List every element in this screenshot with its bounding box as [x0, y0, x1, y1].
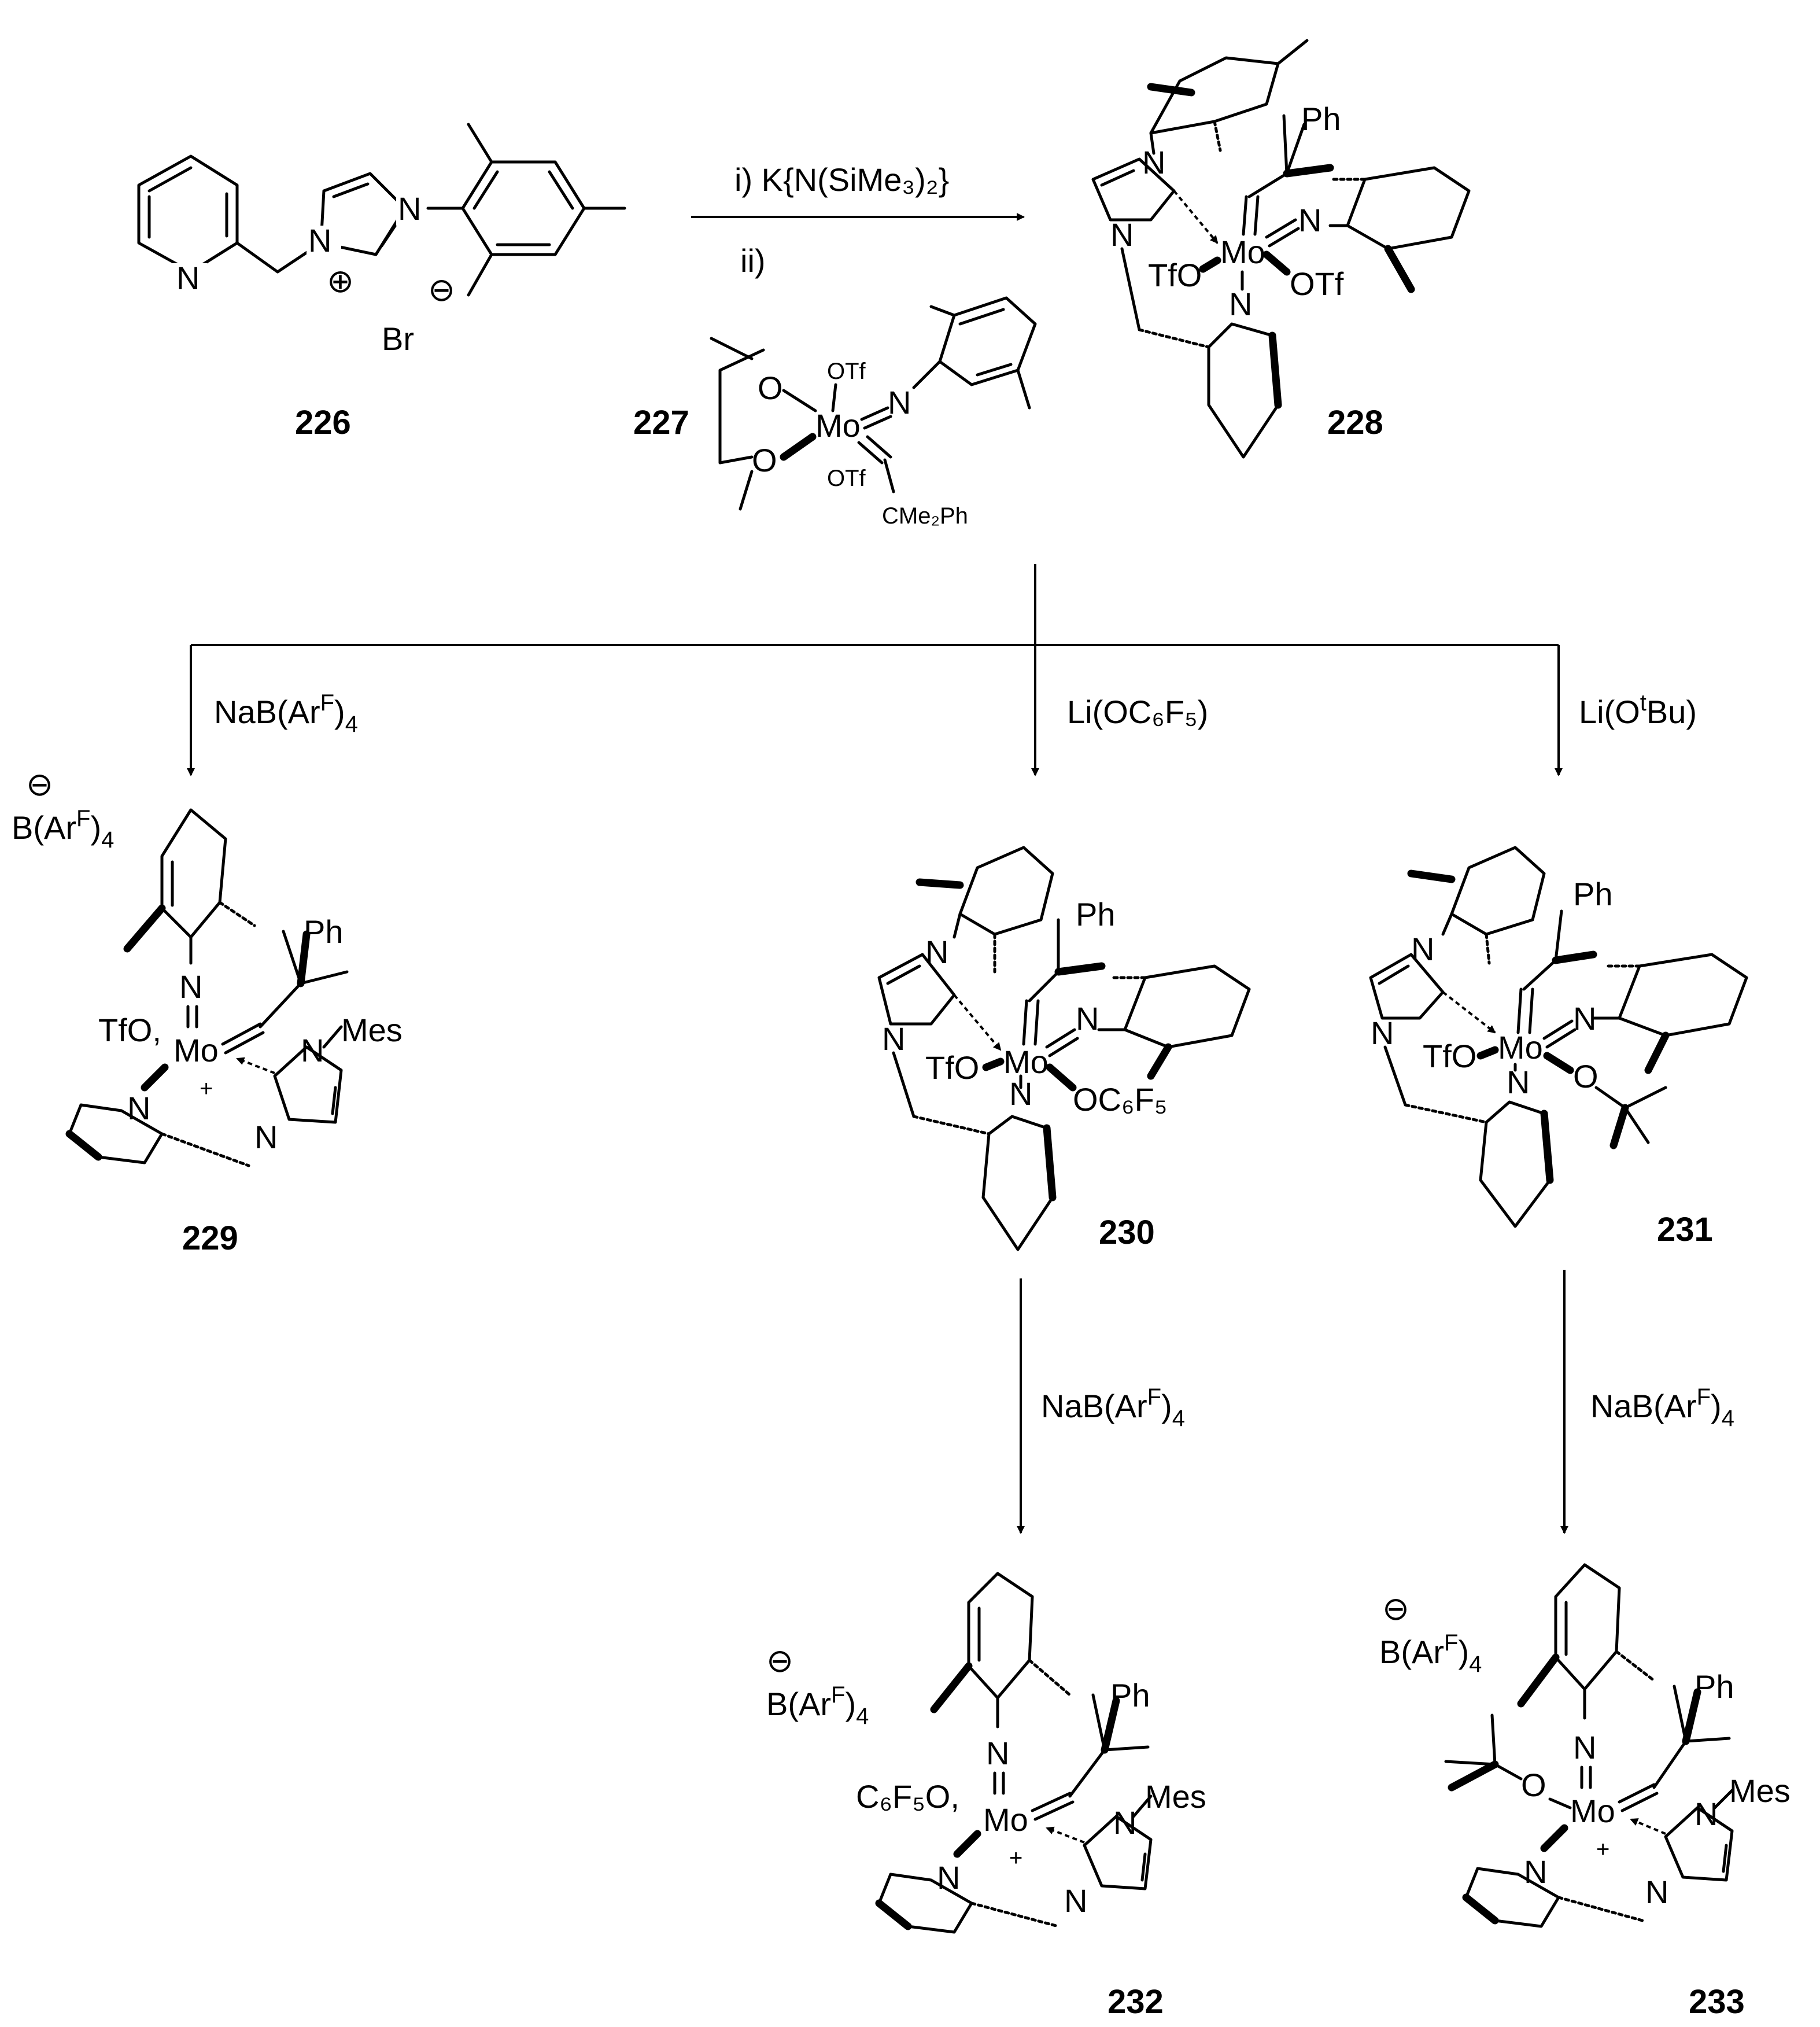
anion: B(ArF)4	[1379, 1630, 1482, 1677]
reagent-step-1: i) K{N(SiMe₃)₂}	[734, 161, 949, 198]
cme2ph-group: CMe₂Ph	[882, 503, 968, 529]
triflate-ligand: TfO	[925, 1049, 979, 1086]
compound-231: N N Mo TfO O N Ph N 231	[1369, 846, 1748, 1248]
molybdenum: Mo	[983, 1801, 1028, 1838]
plus-charge: ⊕	[327, 263, 354, 299]
phenyl: Ph	[1076, 896, 1116, 933]
triflate-ligand: TfO,	[98, 1012, 161, 1048]
compound-number: 233	[1689, 1983, 1745, 2021]
o-atom: O	[1521, 1767, 1546, 1803]
reagent-step-2: ii)	[740, 242, 766, 279]
imido-n: N	[986, 1735, 1009, 1771]
triflate: OTf	[827, 466, 866, 491]
compound-number: 228	[1327, 404, 1383, 441]
n-atom: N	[254, 1119, 278, 1155]
molybdenum: Mo	[1003, 1044, 1049, 1080]
n-atom: N	[1507, 1064, 1530, 1100]
compound-number: 226	[295, 404, 351, 441]
n-atom: N	[1110, 216, 1134, 253]
compound-number: 229	[182, 1219, 238, 1257]
molybdenum: Mo	[815, 407, 861, 444]
branch-arrows: NaB(ArF)4 Li(OC₆F₅) Li(OtBu) NaB(ArF)4 N…	[187, 564, 1734, 1534]
phenyl: Ph	[1573, 876, 1613, 912]
compound-number: 230	[1099, 1214, 1155, 1251]
imido-n: N	[179, 968, 202, 1005]
reagent-nabarf: NaB(ArF)4	[1041, 1384, 1185, 1431]
plus-charge: +	[1009, 1845, 1022, 1871]
minus-charge: ⊖	[428, 271, 455, 308]
n-atom: N	[1371, 1015, 1394, 1051]
n-atom: N	[1695, 1796, 1718, 1832]
reagent-nabarf: NaB(ArF)4	[214, 690, 358, 737]
reagent-nabarf: NaB(ArF)4	[1590, 1384, 1734, 1431]
o-atom: O	[758, 370, 783, 406]
phenoxide-ligand: OC₆F₅	[1073, 1081, 1167, 1118]
mesityl: Mes	[1729, 1772, 1791, 1809]
imido-n: N	[1298, 202, 1321, 238]
compound-230: N N Mo TfO OC₆F₅ N Ph N 230	[877, 846, 1251, 1251]
molybdenum: Mo	[1570, 1793, 1615, 1829]
minus-charge: ⊖	[766, 1642, 793, 1679]
triflate: OTf	[827, 359, 866, 384]
n-atom: N	[1142, 144, 1165, 180]
imido-n: N	[1573, 1729, 1596, 1766]
n-atom: N	[1229, 286, 1252, 322]
reagent-liotbu: Li(OtBu)	[1579, 690, 1697, 730]
reagent-lioc6f5: Li(OC₆F₅)	[1067, 694, 1208, 730]
n-atom: N	[1113, 1804, 1136, 1841]
n-atom: N	[301, 1032, 324, 1068]
n-atom: N	[1411, 931, 1434, 967]
compound-232: ⊖ B(ArF)4 N Mo + C₆F₅O, Ph N N Mes N 23	[766, 1572, 1206, 2021]
mesityl: Mes	[341, 1012, 403, 1048]
o-atom: O	[1573, 1058, 1599, 1094]
molybdenum: Mo	[1220, 234, 1265, 270]
compound-228: N N Mo TfO OTf N Ph N 228	[1091, 39, 1471, 459]
compound-number: 232	[1107, 1983, 1164, 2021]
molybdenum: Mo	[1498, 1029, 1543, 1066]
minus-charge: ⊖	[26, 766, 53, 802]
molybdenum: Mo	[173, 1032, 219, 1068]
phenyl: Ph	[1695, 1668, 1734, 1705]
imido-n: N	[888, 384, 911, 421]
triflate-ligand: TfO	[1423, 1038, 1476, 1074]
compound-227: O O Mo OTf OTf N CMe₂Ph 227	[633, 296, 1037, 529]
phenyl: Ph	[1301, 101, 1341, 137]
compound-233: ⊖ B(ArF)4 N Mo + O Ph N N Mes N	[1379, 1563, 1791, 2021]
phenyl: Ph	[1110, 1677, 1150, 1713]
anion: B(ArF)4	[12, 806, 114, 853]
plus-charge: +	[1596, 1837, 1609, 1862]
n-atom: N	[308, 222, 331, 259]
imido-n: N	[1076, 1000, 1099, 1037]
compound-229: ⊖ B(ArF)4 N Mo + TfO, Ph N N Mes N	[12, 766, 403, 1257]
triflate-ligand: OTf	[1290, 266, 1344, 302]
n-atom: N	[398, 190, 421, 227]
phenyl: Ph	[304, 913, 344, 950]
reaction-arrow-1: i) K{N(SiMe₃)₂} ii)	[691, 161, 1025, 279]
compound-226: N N ⊕ N ⊖ Br 226	[137, 123, 626, 441]
n-atom: N	[882, 1020, 905, 1057]
plus-charge: +	[200, 1076, 213, 1101]
compound-number: 227	[633, 404, 689, 441]
phenoxide-ligand: C₆F₅O,	[856, 1778, 959, 1815]
anion: B(ArF)4	[766, 1682, 869, 1729]
triflate-ligand: TfO	[1148, 257, 1202, 293]
compound-number: 231	[1657, 1211, 1713, 1248]
o-atom: O	[752, 442, 777, 478]
n-atom: N	[1064, 1882, 1087, 1919]
mesityl: Mes	[1145, 1778, 1206, 1815]
minus-charge: ⊖	[1382, 1590, 1409, 1627]
bromide: Br	[382, 320, 414, 357]
n-atom: N	[176, 260, 200, 296]
n-atom: N	[1645, 1874, 1668, 1910]
